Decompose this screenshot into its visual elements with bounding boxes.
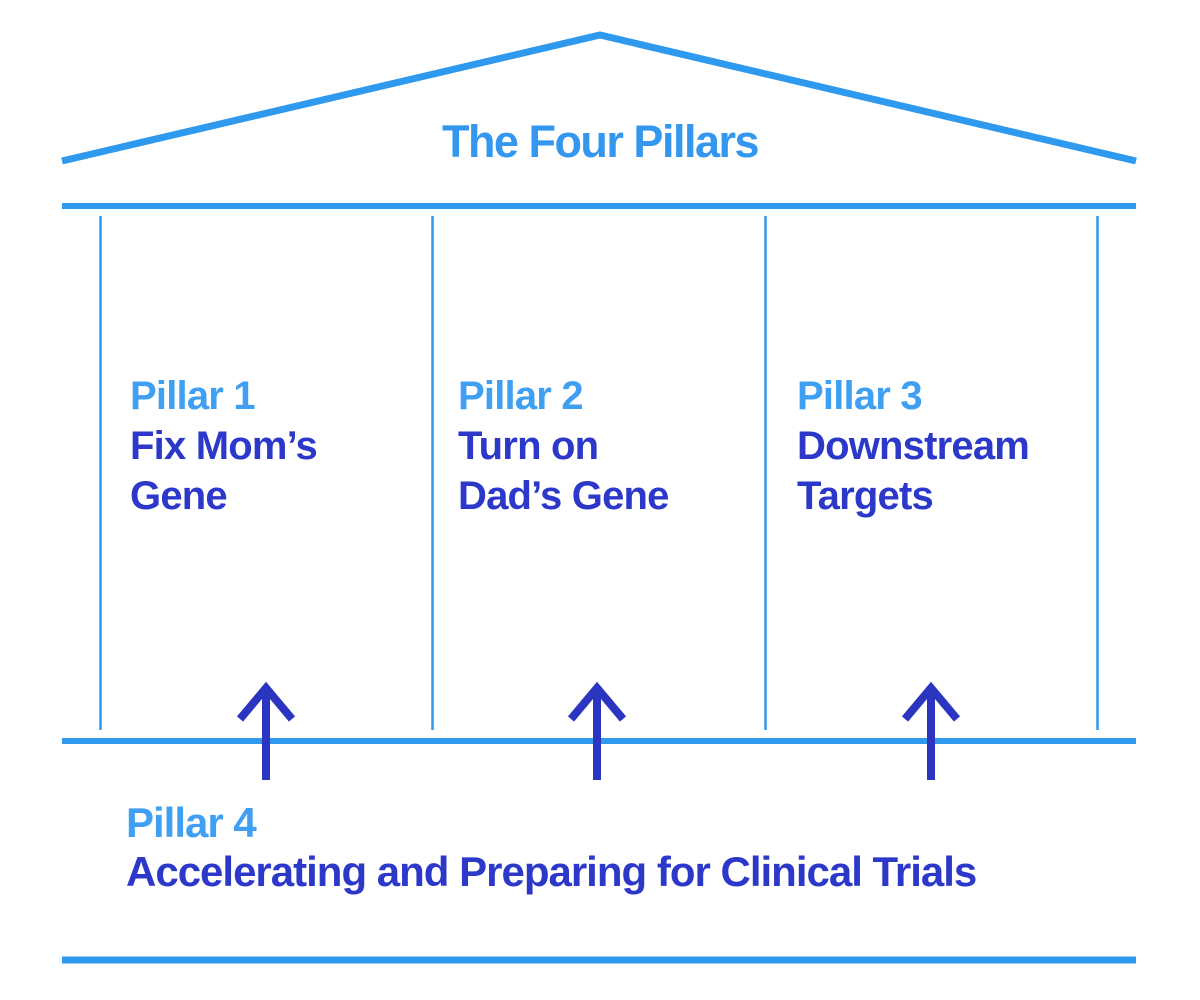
pillar-2-line-1: Turn on (458, 424, 599, 468)
pillar-1-label: Pillar 1 (130, 374, 256, 418)
arrow-up-icon (567, 681, 627, 780)
pillar-1-line-1: Fix Mom’s (130, 424, 318, 468)
pillar-2-line-2: Dad’s Gene (458, 474, 669, 518)
pillar-1-text: Pillar 1 Fix Mom’s Gene (130, 371, 318, 521)
pillar-3-line-2: Targets (797, 474, 934, 518)
pillar-4-label: Pillar 4 (126, 799, 257, 846)
pillar-3-line-1: Downstream (797, 424, 1030, 468)
pillar-3-text: Pillar 3 Downstream Targets (797, 371, 1030, 521)
arrow-up-icon (901, 681, 961, 780)
pillar-2-label: Pillar 2 (458, 374, 584, 418)
pillar-2-text: Pillar 2 Turn on Dad’s Gene (458, 371, 669, 521)
arrow-up-icon (236, 681, 296, 780)
roof-line (61, 31, 1137, 165)
pillar-4-description: Accelerating and Preparing for Clinical … (126, 848, 977, 895)
pillar-4-text: Pillar 4 Accelerating and Preparing for … (126, 798, 977, 896)
diagram-title: The Four Pillars (441, 116, 760, 167)
pillar-1-line-2: Gene (130, 474, 228, 518)
pillar-3-label: Pillar 3 (797, 374, 923, 418)
